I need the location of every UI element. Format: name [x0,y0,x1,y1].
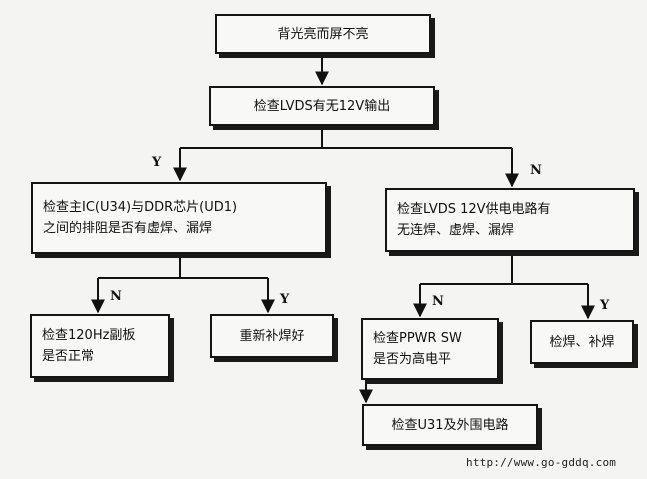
node-weld: 检焊、补焊 [530,320,634,364]
node-start: 背光亮而屏不亮 [215,14,431,54]
footer-url: http://www.go-gddq.com [466,456,617,469]
node-check-lvds-output: 检查LVDS有无12V输出 [209,86,435,126]
node-check-lvds-12v-supply: 检查LVDS 12V供电电路有 无连焊、虚焊、漏焊 [385,188,635,252]
label-right-no: N [432,294,444,309]
label-left-yes: Y [280,292,290,307]
node-check-ppwr-sw: 检查PPWR SW 是否为高电平 [361,318,499,380]
label-left-no: N [110,289,122,304]
node-resolder: 重新补焊好 [210,314,334,358]
node-check-resistor-network: 检查主IC(U34)与DDR芯片(UD1) 之间的排阻是否有虚焊、漏焊 [31,182,327,254]
label-no-branch: N [530,163,542,178]
label-yes-branch: Y [152,155,162,170]
label-right-yes: Y [600,298,610,313]
node-check-120hz-board: 检查120Hz副板 是否正常 [30,314,170,378]
node-check-u31: 检查U31及外围电路 [362,404,538,446]
